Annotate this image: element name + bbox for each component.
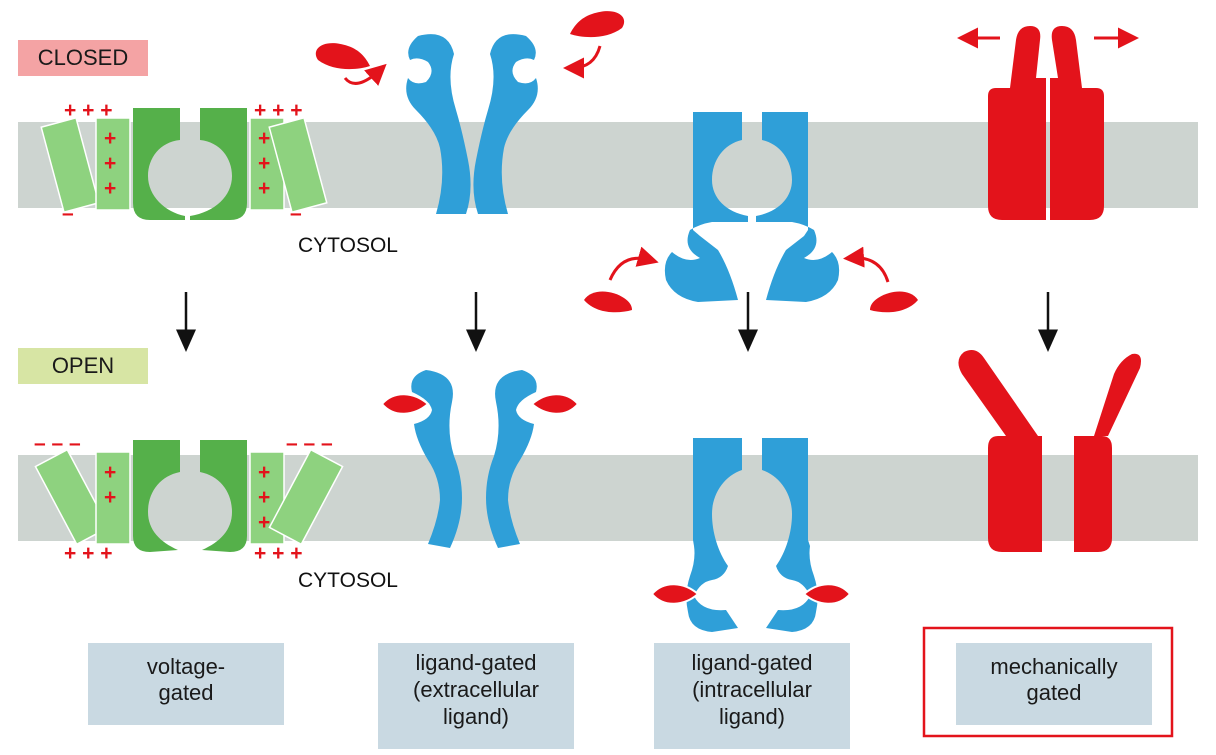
ligand-icon — [802, 583, 852, 605]
svg-text:–: – — [62, 202, 74, 225]
ligand-icon — [584, 291, 632, 313]
caption-voltage-gated: voltage- gated — [88, 643, 284, 725]
channel-half-right — [1050, 26, 1104, 220]
svg-text:CLOSED: CLOSED — [38, 45, 128, 70]
channel-half-right — [1074, 353, 1141, 552]
svg-text:+: + — [104, 177, 116, 200]
caption-highlight-border — [922, 626, 1174, 738]
channel-half-right — [756, 112, 840, 302]
ligand-icon — [315, 43, 370, 70]
mechanically-gated-channel-closed — [957, 26, 1139, 220]
svg-text:gated: gated — [1026, 680, 1081, 705]
binding-arrow — [843, 246, 890, 283]
channel-half-right — [762, 438, 818, 632]
closed-state-label: CLOSED — [18, 40, 148, 76]
channel-half-left — [958, 350, 1042, 552]
svg-text:+: + — [258, 486, 270, 509]
binding-arrow — [343, 63, 387, 86]
channel-half-left — [988, 26, 1046, 220]
extracellular-ligand-channel-open — [380, 370, 580, 548]
svg-text:ligand): ligand) — [719, 704, 785, 729]
svg-text:(extracellular: (extracellular — [413, 677, 539, 702]
svg-text:+: + — [104, 127, 116, 150]
svg-text:(intracellular: (intracellular — [692, 677, 812, 702]
svg-text:+: + — [104, 486, 116, 509]
svg-text:+ + +: + + + — [254, 542, 302, 565]
cytosol-label: CYTOSOL — [298, 569, 398, 592]
svg-text:voltage-: voltage- — [147, 654, 225, 679]
svg-text:+: + — [258, 127, 270, 150]
svg-text:– – –: – – – — [286, 432, 333, 455]
svg-text:–: – — [290, 202, 302, 225]
voltage-sensor-inner — [249, 451, 285, 545]
channel-half-right — [486, 370, 537, 548]
svg-text:gated: gated — [158, 680, 213, 705]
channel-half-left — [686, 438, 742, 632]
svg-text:+: + — [258, 177, 270, 200]
extracellular-ligand-channel-closed — [315, 11, 625, 214]
channel-half-left — [133, 440, 180, 552]
svg-text:+: + — [104, 461, 116, 484]
svg-text:+ + +: + + + — [64, 542, 112, 565]
voltage-sensor-outer — [268, 448, 344, 546]
ligand-icon — [650, 583, 700, 605]
caption-ligand-gated-intracellular: ligand-gated (intracellular ligand) — [654, 643, 850, 749]
svg-text:+ + +: + + + — [254, 99, 302, 122]
svg-text:mechanically: mechanically — [990, 654, 1117, 679]
voltage-sensor-outer — [40, 116, 100, 214]
binding-arrow — [608, 246, 659, 281]
channel-half-left — [133, 108, 185, 220]
svg-text:ligand): ligand) — [443, 704, 509, 729]
mechanically-gated-channel-open — [958, 350, 1141, 552]
svg-text:– – –: – – – — [34, 432, 81, 455]
svg-text:+: + — [258, 461, 270, 484]
svg-text:+: + — [258, 152, 270, 175]
voltage-gated-channel-closed: + + + + + + + + + + + + – – — [40, 99, 328, 225]
svg-text:+: + — [104, 152, 116, 175]
channel-half-left — [406, 34, 471, 214]
svg-text:ligand-gated: ligand-gated — [415, 650, 536, 675]
channel-half-right — [200, 440, 247, 552]
cytosol-label: CYTOSOL — [298, 234, 398, 257]
ligand-icon — [380, 393, 430, 415]
voltage-gated-channel-open: – – – – – – + + + + + + + + + + + — [34, 432, 344, 565]
channel-half-right — [473, 34, 538, 214]
voltage-sensor-inner — [95, 451, 131, 545]
caption-mechanically-gated: mechanically gated — [922, 626, 1174, 738]
channel-half-left — [664, 112, 748, 302]
svg-text:OPEN: OPEN — [52, 353, 114, 378]
voltage-sensor-inner — [95, 117, 131, 211]
svg-text:+: + — [258, 511, 270, 534]
channel-half-left — [411, 370, 462, 548]
voltage-sensor-outer — [34, 448, 110, 546]
channel-half-right — [190, 108, 247, 220]
svg-text:+ + +: + + + — [64, 99, 112, 122]
svg-text:ligand-gated: ligand-gated — [691, 650, 812, 675]
ligand-icon — [530, 393, 580, 415]
caption-ligand-gated-extracellular: ligand-gated (extracellular ligand) — [378, 643, 574, 749]
ligand-icon — [570, 11, 625, 38]
intracellular-ligand-channel-open — [650, 438, 852, 632]
ligand-icon — [870, 291, 918, 313]
intracellular-ligand-channel-closed — [584, 112, 918, 313]
open-state-label: OPEN — [18, 348, 148, 384]
voltage-sensor-outer — [268, 116, 328, 214]
binding-arrow — [563, 45, 602, 79]
